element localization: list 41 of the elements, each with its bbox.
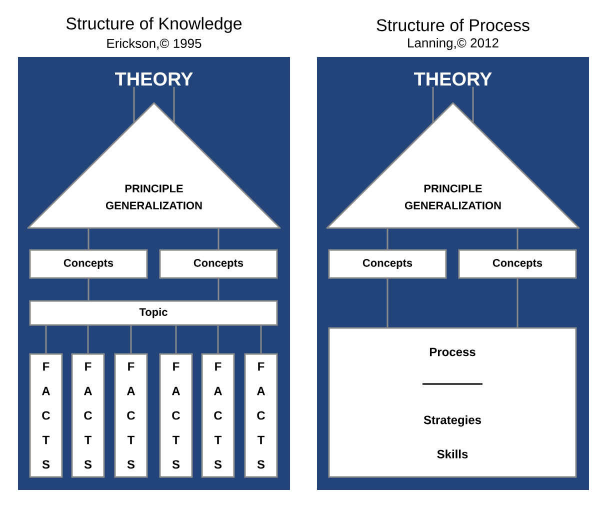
connector-line (173, 86, 175, 123)
box-text: Process (430, 348, 476, 356)
box-text: Skills (437, 450, 468, 458)
triangle: PRINCIPLE GENERALIZATION (326, 102, 580, 229)
connector-line (218, 228, 220, 250)
connector-line (130, 326, 132, 354)
facts-column: F A C T S (29, 353, 63, 478)
label-box: Concepts (159, 249, 278, 279)
connector-line (386, 278, 388, 328)
label-box: Concepts (458, 249, 577, 279)
label-box: Topic (29, 300, 278, 326)
connector-line (87, 326, 89, 354)
facts-column: F A C T S (114, 353, 148, 478)
connector-line (217, 326, 219, 354)
connector-line (133, 86, 135, 123)
panel-subtitle: Erickson,© 1995 (107, 38, 202, 50)
connector-line (472, 86, 474, 123)
connector-line (516, 228, 518, 250)
connector-line (260, 326, 262, 354)
triangle: PRINCIPLE GENERALIZATION (27, 102, 281, 229)
panel-subtitle: Lanning,© 2012 (408, 38, 498, 50)
connector-line (175, 326, 177, 354)
panel-title: Structure of Knowledge (66, 17, 242, 33)
facts-column: F A C T S (159, 353, 193, 478)
panel-title: Structure of Process (376, 18, 530, 32)
connector-line (432, 86, 434, 123)
connector-line (218, 278, 220, 300)
facts-column: F A C T S (244, 353, 278, 478)
theory-heading: THEORY (114, 72, 193, 86)
connector-line (45, 326, 47, 354)
connector-line (88, 278, 90, 300)
facts-column: F A C T S (71, 353, 105, 478)
facts-column: F A C T S (201, 353, 235, 478)
box-text: Strategies (424, 415, 482, 427)
connector-line (386, 228, 388, 250)
connector-line (516, 278, 518, 328)
theory-heading: THEORY (414, 72, 492, 86)
process-box (328, 327, 577, 478)
label-box: Concepts (29, 249, 148, 279)
label-box: Concepts (328, 249, 447, 279)
connector-line (88, 228, 90, 250)
